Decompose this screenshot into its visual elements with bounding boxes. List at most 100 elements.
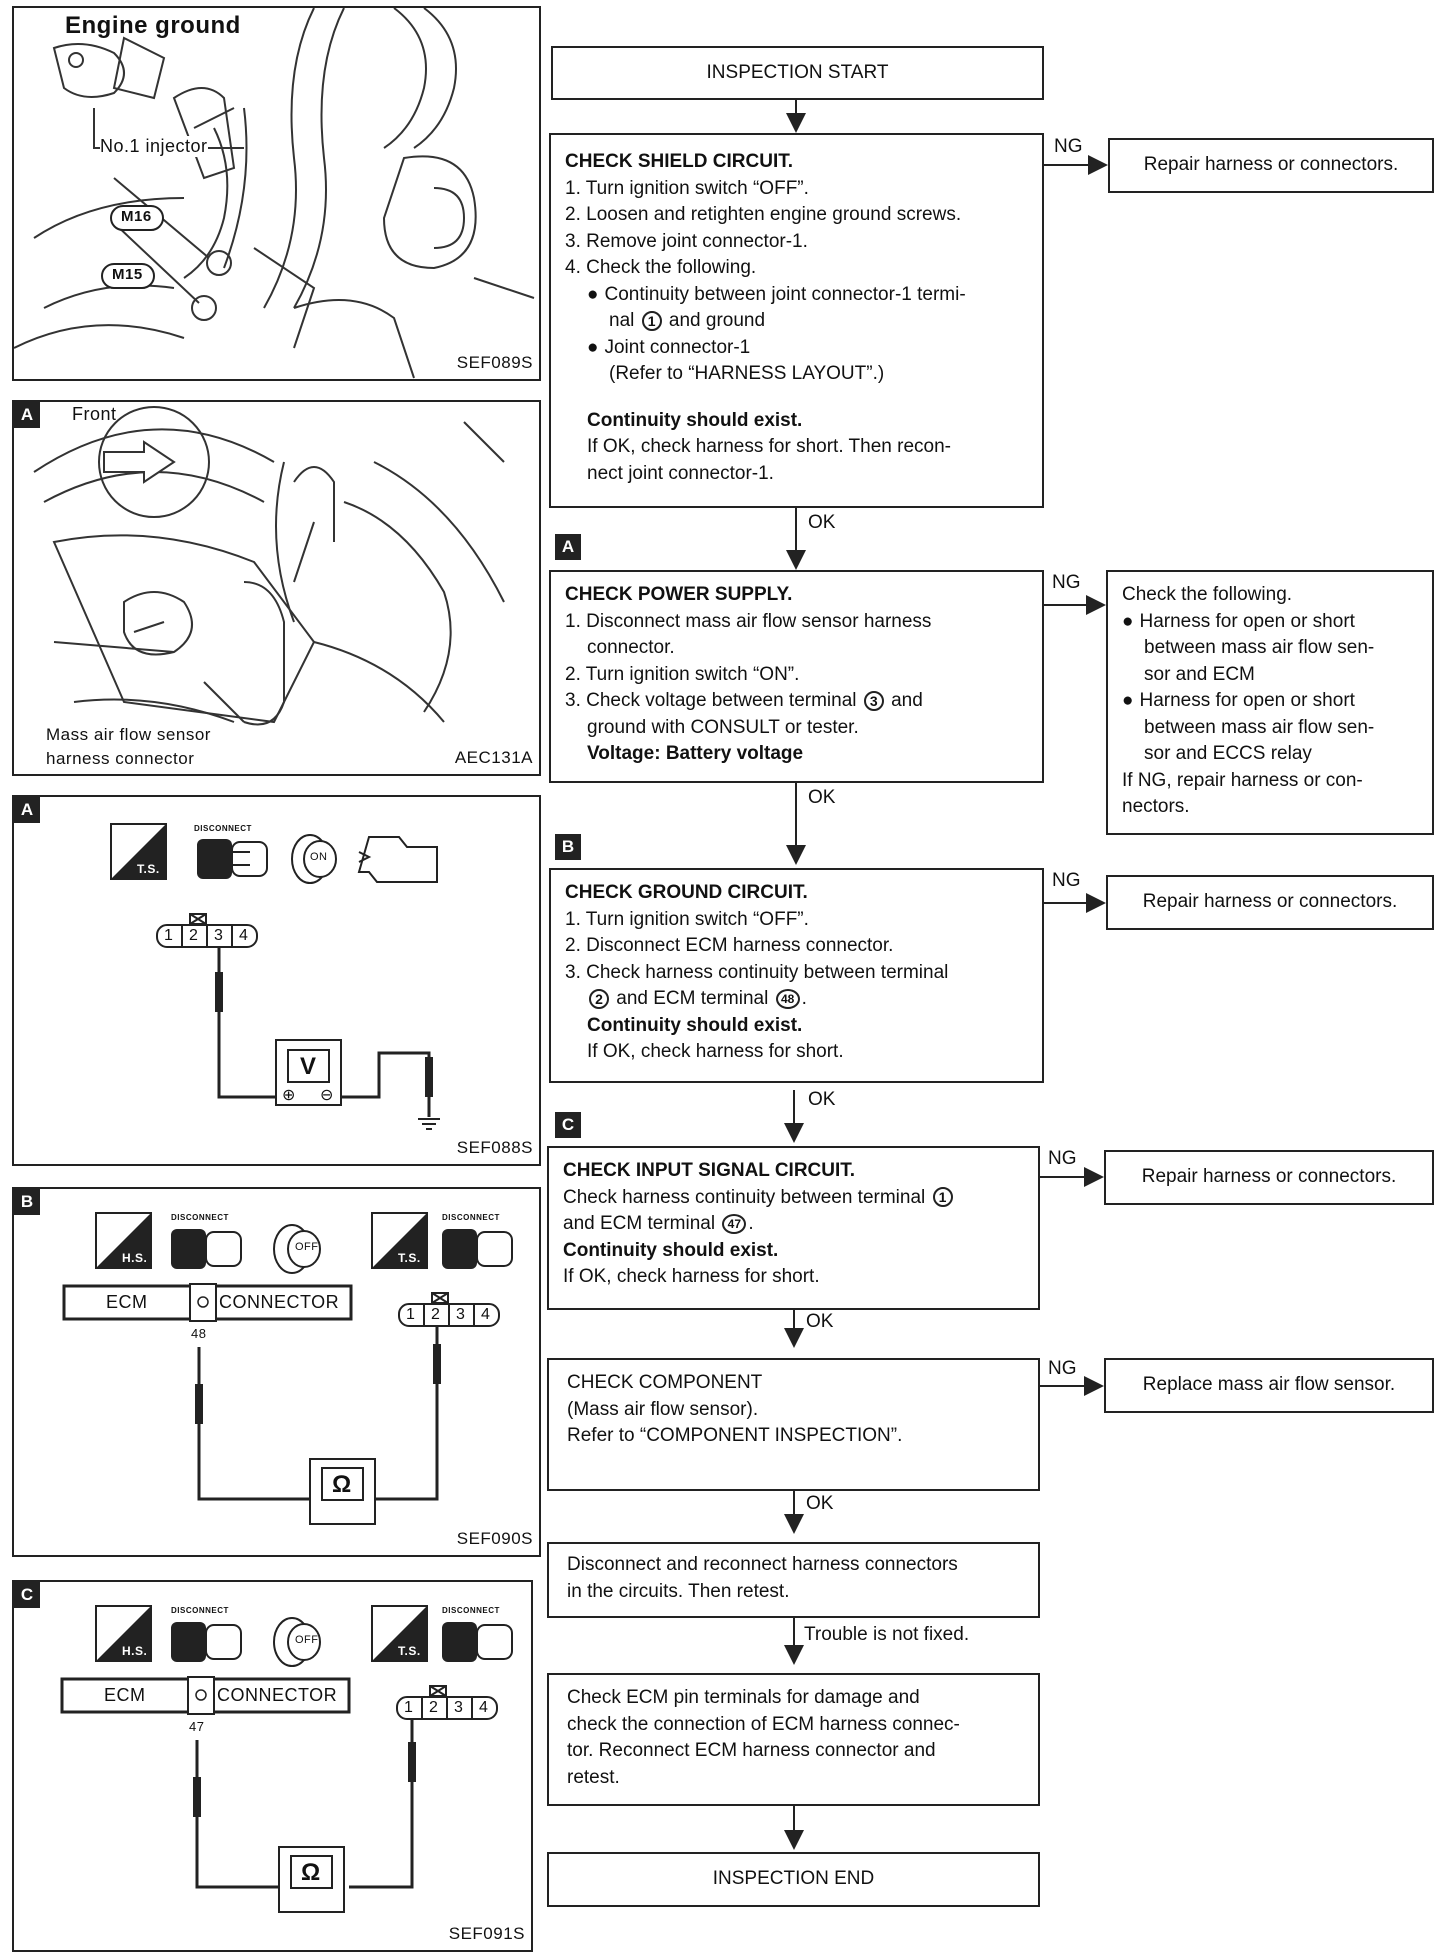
terminal-3-badge: 3 [863, 690, 884, 711]
power-ng-action-box: Check the following. Harness for open or… [1106, 570, 1434, 835]
shield-ng-action-box: Repair harness or connectors. [1108, 138, 1434, 193]
connector-pin-3: 3 [214, 927, 224, 944]
connector-pin-1: 1 [406, 1306, 416, 1323]
hs-icon-label: H.S. [122, 1251, 148, 1265]
power-ng-item-2c: sor and ECCS relay [1144, 743, 1312, 764]
connector-pin-4: 4 [479, 1699, 489, 1716]
shield-ng-label: NG [1054, 136, 1083, 157]
input-line-2: and ECM terminal 47. [563, 1213, 754, 1234]
ts-icon-label: T.S. [398, 1251, 421, 1265]
component-ng-label: NG [1048, 1358, 1077, 1379]
shield-bullet-1-post: and ground [668, 310, 766, 331]
disconnect-icon-label: DISCONNECT [171, 1606, 229, 1615]
ecm-pin-47: 47 [189, 1719, 205, 1734]
figure-code: SEF088S [456, 1138, 533, 1157]
power-step-1b: connector. [587, 637, 675, 658]
component-line-1: CHECK COMPONENT [567, 1372, 763, 1393]
connector-pin-3: 3 [454, 1699, 464, 1716]
shield-note-1: If OK, check harness for short. Then rec… [587, 436, 951, 457]
power-ng-label: NG [1052, 572, 1081, 593]
step-c-badge: C [555, 1112, 581, 1138]
ecm-terminal-48-badge: 48 [775, 988, 800, 1009]
power-ng-head: Check the following. [1122, 584, 1293, 605]
ecm-check-line-2: check the connection of ECM harness conn… [567, 1713, 960, 1735]
power-ng-item-1: Harness for open or short [1122, 609, 1418, 636]
power-step-1: 1. Disconnect mass air flow sensor harne… [565, 610, 932, 632]
shield-ok-label: OK [808, 512, 836, 533]
maf-sensor-illustration: A Front Mass air flow sensor harness con… [12, 400, 541, 776]
shield-bullet-2: Joint connector-1 [565, 335, 1028, 362]
panel-a-badge: A [14, 797, 40, 823]
disconnect-icon-label-right: DISCONNECT [442, 1606, 500, 1615]
m15-label: M15 [112, 266, 143, 283]
power-ng-note-1: If NG, repair harness or con- [1122, 769, 1363, 791]
disconnect-icon-label: DISCONNECT [171, 1213, 229, 1222]
input-line-2-text: and ECM terminal [563, 1213, 716, 1234]
power-ok-label: OK [808, 787, 836, 808]
terminal-2-badge: 2 [589, 988, 609, 1009]
panel-b-badge: B [14, 1189, 40, 1215]
ecm-label: ECM [104, 1685, 146, 1705]
trouble-not-fixed-label: Trouble is not fixed. [804, 1624, 970, 1645]
ground-continuity: Continuity should exist. [587, 1014, 803, 1036]
ground-step-3b-mid: and ECM terminal [616, 988, 769, 1009]
ground-step-2: 2. Disconnect ECM harness connector. [565, 935, 894, 956]
ecm-label: ECM [106, 1292, 148, 1312]
connector-label: CONNECTOR [219, 1292, 340, 1312]
power-ng-item-2-text: Harness for open or short [1139, 690, 1355, 711]
input-note: If OK, check harness for short. [563, 1266, 820, 1287]
shield-step-1: 1. Turn ignition switch “OFF”. [565, 177, 809, 199]
key-on-label: ON [310, 851, 328, 863]
figure-code: SEF090S [456, 1529, 533, 1548]
voltage-check-diagram: A T.S. DISCONNECT ON 1 2 3 4 V ⊕ ⊖ SEF08… [12, 795, 541, 1166]
shield-note-2: nect joint connector-1. [587, 462, 774, 484]
injector-label: No.1 injector [100, 136, 208, 157]
engine-ground-illustration: Engine ground No.1 injector M16 M15 SEF0… [12, 6, 541, 381]
connector-pin-2: 2 [431, 1306, 441, 1323]
power-step-3-post: and [891, 690, 923, 711]
ground-ok-label: OK [808, 1089, 836, 1110]
ground-circuit-drawing [62, 1212, 513, 1525]
ground-note: If OK, check harness for short. [587, 1041, 844, 1062]
figure-code: SEF089S [456, 353, 533, 372]
shield-bullet-2-text: Joint connector-1 [604, 336, 751, 358]
inspection-end-box: INSPECTION END [547, 1852, 1040, 1907]
ground-step-1: 1. Turn ignition switch “OFF”. [565, 908, 809, 930]
connector-pin-2: 2 [429, 1699, 439, 1716]
power-ng-item-1c: sor and ECM [1144, 663, 1255, 685]
power-ng-note-2: nectors. [1122, 796, 1190, 817]
disconnect-icon-label: DISCONNECT [194, 824, 252, 833]
reconnect-line-1: Disconnect and reconnect harness connect… [567, 1554, 958, 1575]
step-a-badge: A [555, 534, 581, 560]
ground-ng-label: NG [1052, 870, 1081, 891]
shield-title: CHECK SHIELD CIRCUIT. [565, 151, 794, 172]
input-line-1-text: Check harness continuity between termina… [563, 1186, 926, 1208]
ground-step-3: 3. Check harness continuity between term… [565, 961, 949, 983]
input-signal-drawing [60, 1605, 513, 1913]
hs-icon-label: H.S. [122, 1644, 148, 1658]
input-ng-action-box: Repair harness or connectors. [1104, 1150, 1434, 1205]
connector-pin-3: 3 [456, 1306, 466, 1323]
check-ground-circuit-box: CHECK GROUND CIRCUIT. 1. Turn ignition s… [549, 868, 1044, 1083]
connector-pin-1: 1 [164, 927, 174, 944]
ground-ng-action-box: Repair harness or connectors. [1106, 875, 1434, 930]
reconnect-harness-box: Disconnect and reconnect harness connect… [547, 1542, 1040, 1618]
shield-step-3: 3. Remove joint connector-1. [565, 230, 808, 252]
shield-bullet-1-text: Continuity between joint connector-1 ter… [604, 283, 966, 305]
ts-icon-label: T.S. [398, 1644, 421, 1658]
input-title: CHECK INPUT SIGNAL CIRCUIT. [563, 1160, 856, 1181]
shield-bullet-2-ref: (Refer to “HARNESS LAYOUT”.) [609, 363, 885, 384]
engine-ground-drawing [14, 8, 535, 379]
connector-pin-1: 1 [404, 1699, 414, 1716]
component-line-3: Refer to “COMPONENT INSPECTION”. [567, 1425, 903, 1446]
key-off-label: OFF [295, 1241, 319, 1253]
key-off-label: OFF [295, 1634, 319, 1646]
front-label: Front [72, 404, 117, 424]
terminal-1-badge: 1 [932, 1187, 953, 1208]
input-continuity: Continuity should exist. [563, 1239, 779, 1261]
check-input-signal-box: CHECK INPUT SIGNAL CIRCUIT. Check harnes… [547, 1146, 1040, 1310]
plus-terminal: ⊕ [282, 1087, 296, 1104]
connector-pin-4: 4 [239, 927, 249, 944]
ground-title: CHECK GROUND CIRCUIT. [565, 882, 808, 903]
power-step-3: 3. Check voltage between terminal 3 and [565, 688, 1028, 715]
